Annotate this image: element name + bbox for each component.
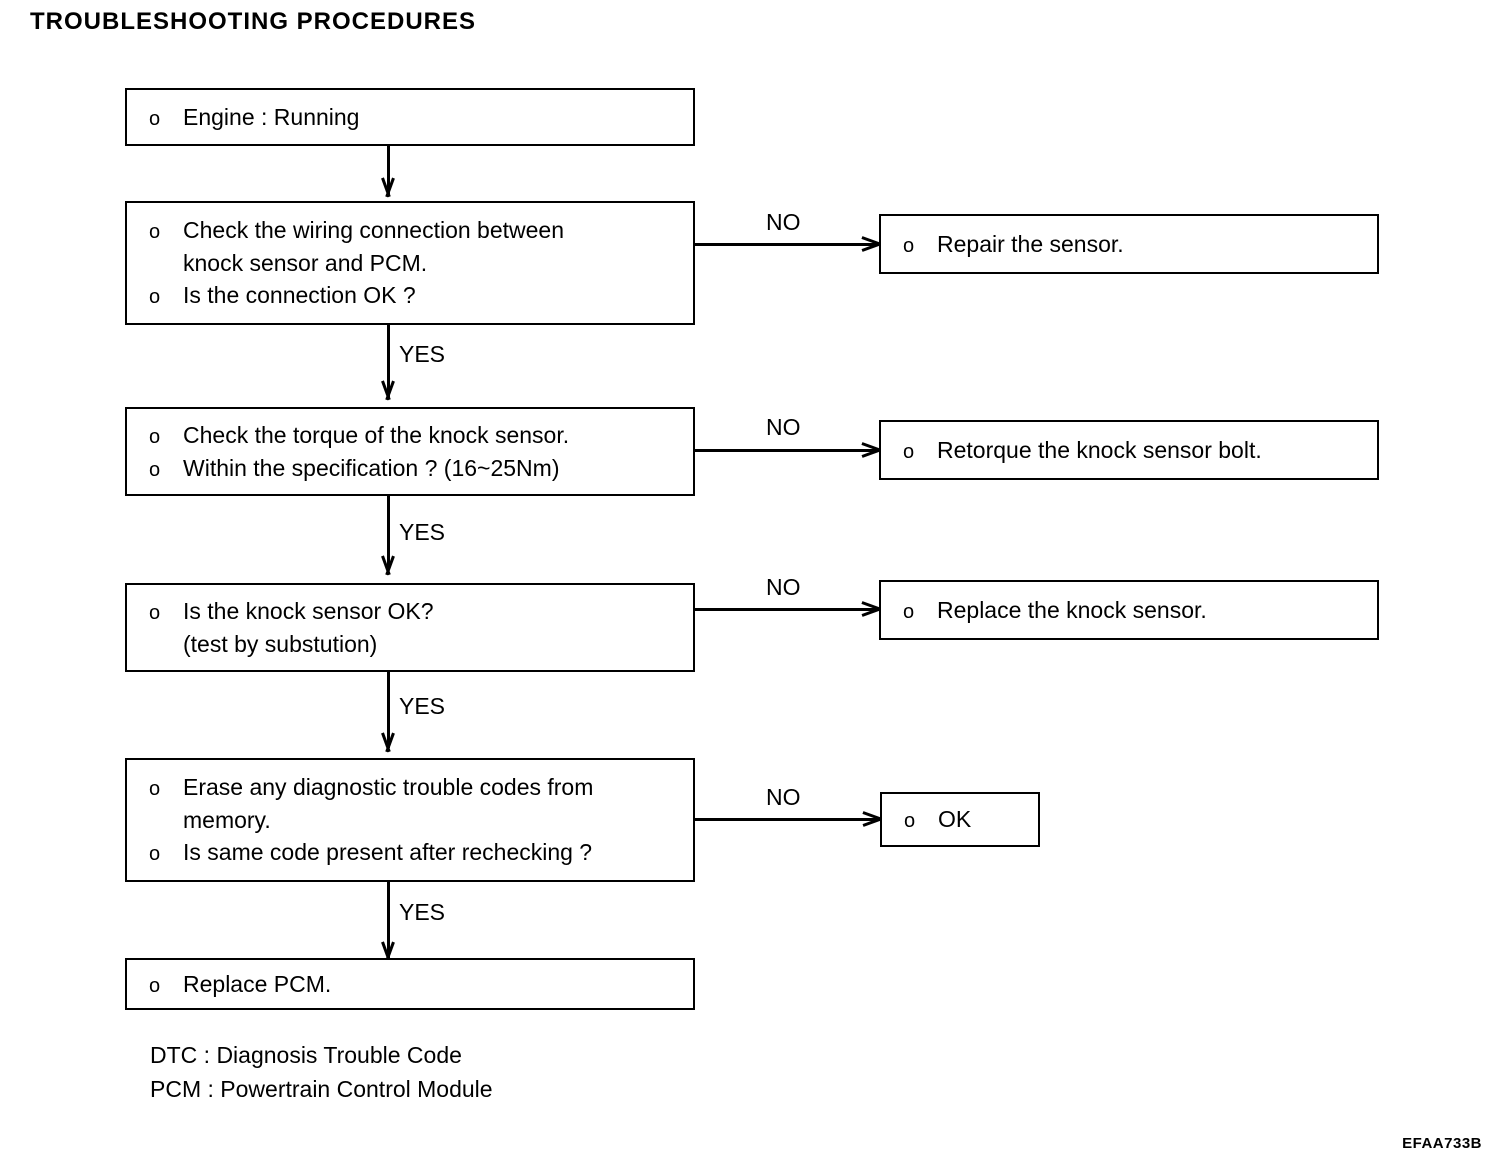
node-retorque-bolt: o Retorque the knock sensor bolt.	[879, 420, 1379, 480]
connector-wiring-no	[695, 243, 883, 246]
node-text: (test by substution)	[183, 630, 378, 657]
legend-entry-dtc: DTC : Diagnosis Trouble Code	[150, 1042, 462, 1068]
node-line: o Engine : Running	[149, 101, 687, 134]
edge-label-no: NO	[766, 784, 801, 810]
node-line: o Check the torque of the knock sensor.	[149, 419, 687, 452]
legend-entry-pcm: PCM : Powertrain Control Module	[150, 1076, 493, 1103]
connector-sensor-yes	[387, 672, 390, 748]
bullet-marker: o	[903, 234, 915, 257]
bullet-marker: o	[903, 600, 915, 623]
node-replace-pcm: o Replace PCM.	[125, 958, 695, 1010]
edge-label-no: NO	[766, 414, 801, 440]
node-line: memory.	[149, 804, 687, 837]
node-text: Within the specification ? (16~25Nm)	[183, 454, 560, 481]
node-text: Is the connection OK ?	[183, 282, 416, 309]
node-text: Is the knock sensor OK?	[183, 597, 434, 624]
bullet-marker: o	[149, 286, 161, 309]
edge-label-yes: YES	[399, 341, 446, 367]
node-erase-codes: o Erase any diagnostic trouble codes fro…	[125, 758, 695, 882]
node-line: o Within the specification ? (16~25Nm)	[149, 452, 687, 485]
arrow-down-icon	[378, 733, 398, 751]
abbreviation-legend: DTC : Diagnosis Trouble Code PCM : Power…	[150, 1038, 493, 1106]
connector-wiring-yes	[387, 325, 390, 397]
edge-label-yes: YES	[399, 519, 446, 545]
node-text: Check the torque of the knock sensor.	[183, 421, 570, 448]
bullet-marker: o	[149, 974, 161, 997]
node-ok-result: o OK	[880, 792, 1040, 847]
node-line: o Erase any diagnostic trouble codes fro…	[149, 771, 687, 804]
node-repair-sensor: o Repair the sensor.	[879, 214, 1379, 274]
bullet-marker: o	[149, 843, 161, 866]
node-text: Retorque the knock sensor bolt.	[937, 436, 1262, 463]
node-text: Replace PCM.	[183, 970, 332, 997]
node-line: o Replace the knock sensor.	[903, 594, 1371, 627]
node-line: knock sensor and PCM.	[149, 247, 687, 280]
edge-label-no: NO	[766, 209, 801, 235]
edge-label-no: NO	[766, 574, 801, 600]
bullet-marker: o	[149, 458, 161, 481]
node-line: o OK	[904, 803, 1032, 836]
node-text: Erase any diagnostic trouble codes from	[183, 774, 594, 801]
node-text: Repair the sensor.	[937, 230, 1124, 257]
arrow-down-icon	[378, 178, 398, 196]
connector-engine-to-wiring	[387, 146, 390, 194]
figure-reference-code: EFAA733B	[1402, 1135, 1482, 1152]
node-text: Replace the knock sensor.	[937, 596, 1207, 623]
node-text: Check the wiring connection between	[183, 217, 565, 244]
node-text: memory.	[183, 806, 271, 833]
connector-torque-no	[695, 449, 883, 452]
bullet-marker: o	[903, 440, 915, 463]
node-line: o Is the connection OK ?	[149, 279, 687, 312]
node-line: o Check the wiring connection between	[149, 214, 687, 247]
bullet-marker: o	[149, 221, 161, 244]
node-knock-sensor-ok: o Is the knock sensor OK? (test by subst…	[125, 583, 695, 672]
node-text: Is same code present after rechecking ?	[183, 839, 593, 866]
node-line: o Retorque the knock sensor bolt.	[903, 434, 1371, 467]
bullet-marker: o	[904, 810, 916, 833]
node-check-wiring: o Check the wiring connection between kn…	[125, 201, 695, 325]
node-text: knock sensor and PCM.	[183, 249, 428, 276]
bullet-marker: o	[149, 425, 161, 448]
node-replace-knock-sensor: o Replace the knock sensor.	[879, 580, 1379, 640]
bullet-marker: o	[149, 601, 161, 624]
edge-label-yes: YES	[399, 899, 446, 925]
node-line: o Replace PCM.	[149, 968, 687, 1001]
node-text: OK	[938, 806, 972, 833]
bullet-marker: o	[149, 107, 161, 130]
connector-torque-yes	[387, 496, 390, 570]
node-check-torque: o Check the torque of the knock sensor. …	[125, 407, 695, 496]
node-text: Engine : Running	[183, 103, 360, 130]
connector-sensor-no	[695, 608, 883, 611]
edge-label-yes: YES	[399, 693, 446, 719]
node-line: o Is the knock sensor OK?	[149, 595, 687, 628]
connector-erase-no	[695, 818, 884, 821]
node-line: (test by substution)	[149, 628, 687, 661]
page-title: TROUBLESHOOTING PROCEDURES	[30, 8, 477, 35]
node-engine-running: o Engine : Running	[125, 88, 695, 146]
bullet-marker: o	[149, 778, 161, 801]
arrow-down-icon	[378, 556, 398, 574]
node-line: o Repair the sensor.	[903, 228, 1371, 261]
connector-erase-yes	[387, 882, 390, 958]
arrow-down-icon	[378, 381, 398, 399]
node-line: o Is same code present after rechecking …	[149, 836, 687, 869]
